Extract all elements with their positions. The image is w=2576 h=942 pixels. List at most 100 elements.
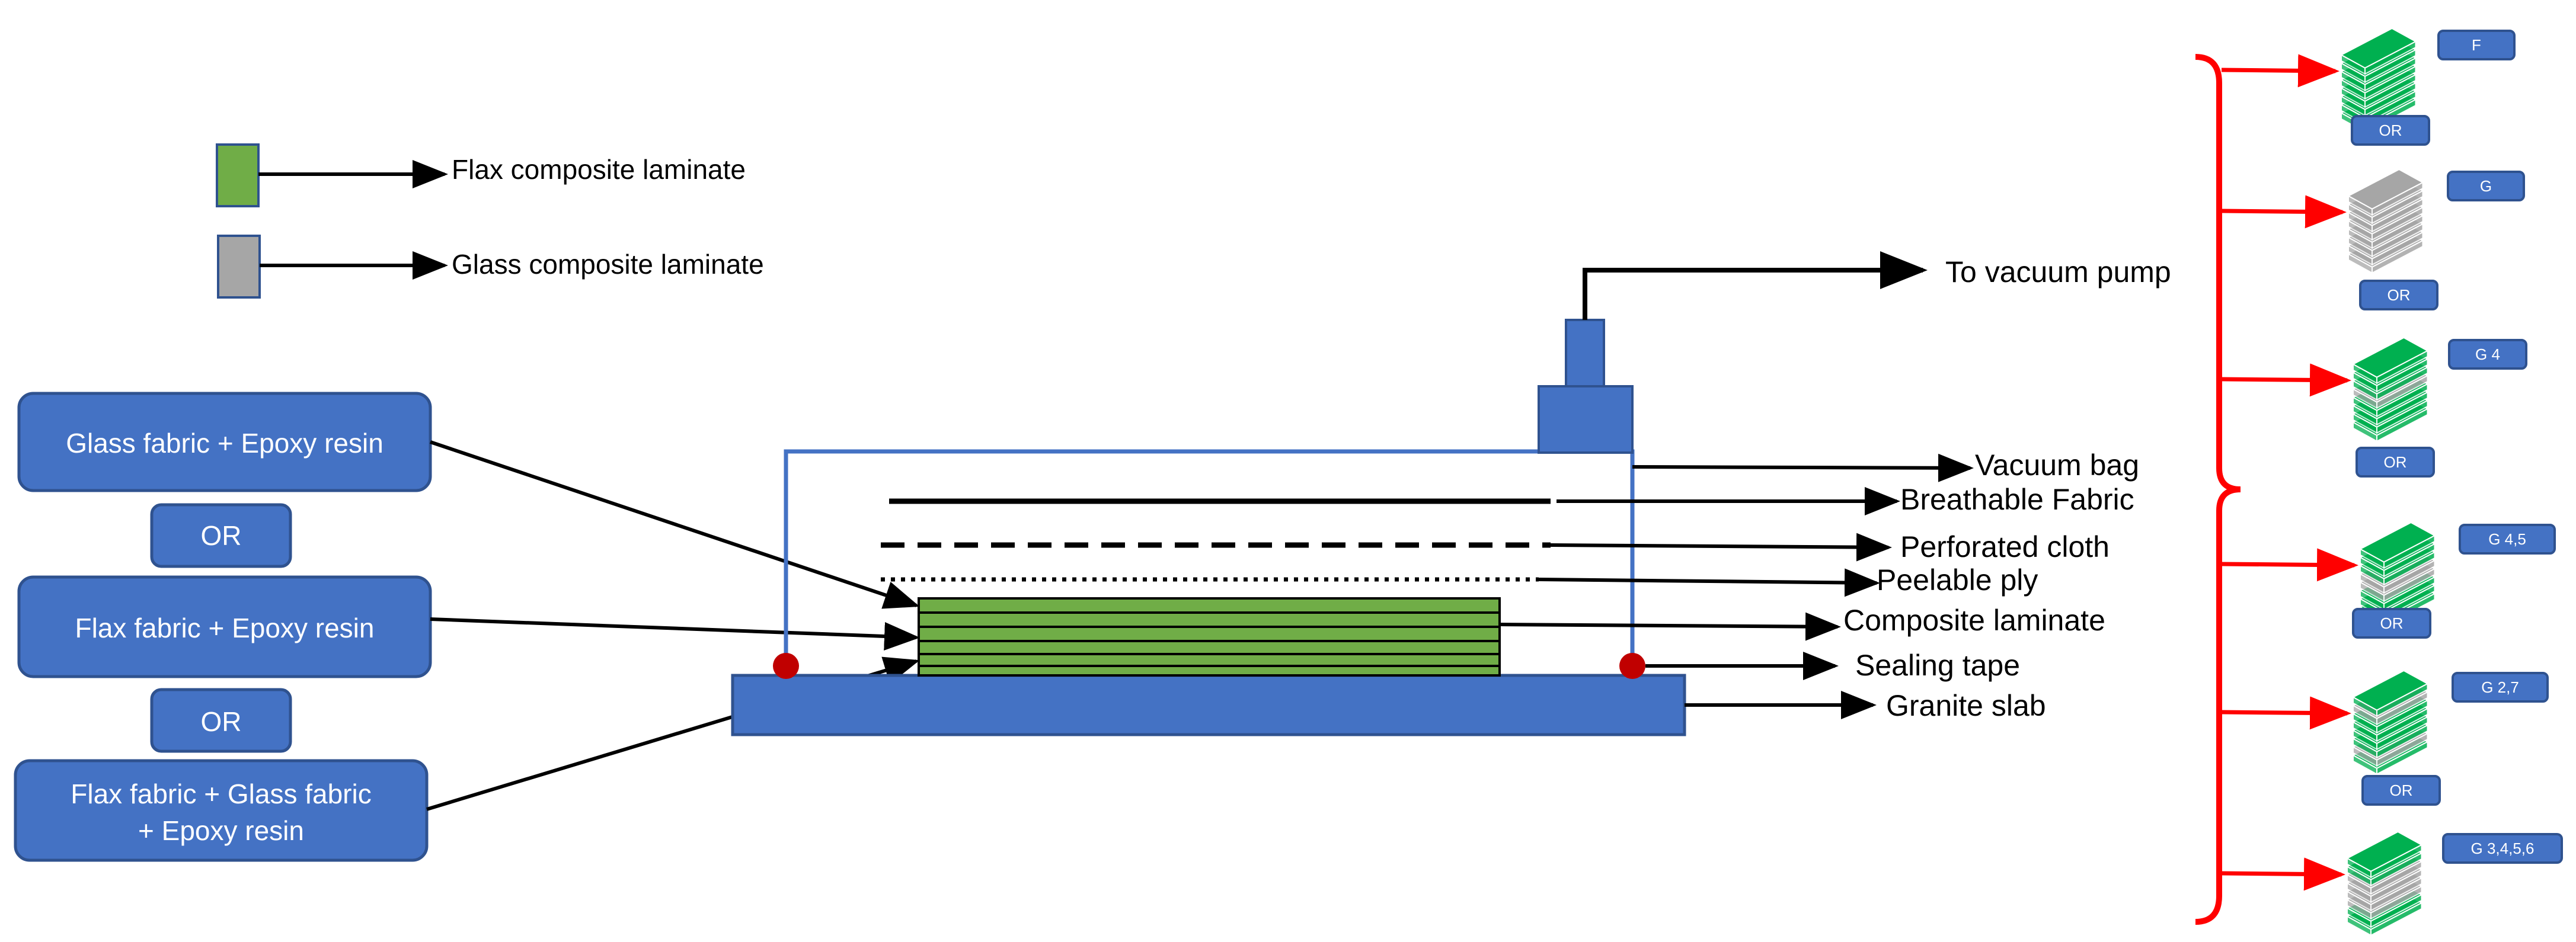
config-or-label: OR	[2379, 121, 2402, 139]
vacuum-bag	[784, 449, 1635, 664]
ply-edge	[2353, 421, 2377, 443]
config-or-box	[2359, 280, 2438, 310]
sealing-tape-right	[1619, 653, 1645, 679]
ply-edge	[2360, 565, 2385, 586]
or-box-2	[150, 688, 292, 753]
glass-epoxy-arrow	[430, 440, 920, 609]
ply-edge	[2348, 228, 2373, 249]
config-arrow	[2221, 696, 2351, 730]
ply-edge	[2347, 857, 2372, 879]
ply-edge	[2353, 721, 2377, 742]
config-3: G 4 OR	[2221, 337, 2527, 478]
ply-edge	[2347, 882, 2372, 903]
granite-slab-label: Granite slab	[1886, 689, 2046, 722]
config-arrow	[2221, 548, 2358, 582]
vacuum-bag-label: Vacuum bag	[1975, 448, 2139, 482]
config-label: F	[2472, 36, 2481, 54]
ply-edge	[2360, 573, 2385, 594]
ply-edge	[2347, 915, 2372, 937]
composite-laminate-arrow	[1499, 612, 1841, 641]
flax-epoxy-box	[17, 575, 432, 678]
ply-edge	[2348, 253, 2373, 274]
ply-edge	[2341, 62, 2366, 84]
breathable-fabric-label: Breathable Fabric	[1900, 483, 2134, 516]
config-label: G 3,4,5,6	[2471, 840, 2535, 857]
config-arrow	[2221, 363, 2351, 397]
ply-edge	[2360, 581, 2385, 603]
composite-laminate-label: Composite laminate	[1843, 604, 2105, 637]
glass-epoxy-label: Glass fabric + Epoxy resin	[66, 428, 383, 459]
config-label-box	[2459, 524, 2556, 555]
config-6: G 3,4,5,6	[2221, 831, 2563, 937]
ply-edge	[2353, 746, 2377, 767]
config-or-box	[2352, 608, 2431, 639]
config-or-label: OR	[2380, 614, 2404, 632]
flax-epoxy-arrow	[430, 617, 920, 651]
vacuum-port-base	[1538, 385, 1634, 454]
vacuum-port-stem	[1565, 319, 1605, 387]
laminate-stack-icon	[2340, 27, 2417, 133]
granite-slab	[731, 674, 1686, 736]
or-box-1	[150, 503, 292, 568]
config-label: G 4	[2475, 345, 2500, 363]
config-2: GOR	[2221, 168, 2525, 310]
config-arrow	[2221, 857, 2345, 891]
perforated-cloth-arrow	[1550, 533, 1892, 562]
sealing-tape-label: Sealing tape	[1855, 649, 2020, 682]
config-label: G 2,7	[2481, 678, 2519, 696]
hybrid-epoxy-label-line1: Flax fabric + Glass fabric	[71, 778, 371, 809]
config-label-box	[2442, 833, 2563, 864]
ply-edge	[2353, 405, 2377, 426]
ply-edge	[2341, 87, 2366, 108]
ply-edge	[2347, 907, 2372, 928]
ply-edge	[2353, 413, 2377, 434]
config-bracket	[2195, 54, 2241, 925]
config-5: G 2,7OR	[2221, 669, 2549, 806]
composite-laminate-stack	[918, 597, 1501, 677]
legend-glass-label: Glass composite laminate	[452, 249, 764, 280]
ply-edge	[2353, 371, 2377, 393]
legend-flax-swatch	[216, 143, 260, 207]
laminate-stack-icon	[2347, 168, 2424, 274]
ply-edge	[2348, 220, 2373, 241]
flax-epoxy-label: Flax fabric + Epoxy resin	[75, 613, 375, 643]
config-or-box	[2351, 115, 2430, 146]
vacuum-bag-arrow	[1632, 453, 1974, 482]
legend: Flax composite laminate Glass composite …	[216, 143, 764, 299]
config-or-box	[2361, 775, 2441, 806]
input-options: Glass fabric + Epoxy resin OR Flax fabri…	[14, 392, 432, 862]
config-arrow	[2221, 195, 2347, 229]
ply-edge	[2353, 729, 2377, 751]
config-label-box	[2437, 30, 2516, 60]
config-label-box	[2452, 672, 2549, 703]
vacuum-pump-arrow	[1583, 251, 1928, 320]
config-label-box	[2447, 171, 2525, 201]
config-or-label: OR	[2390, 781, 2413, 799]
vacuum-pump-label: To vacuum pump	[1945, 255, 2171, 289]
laminate-stack-icon	[2351, 337, 2429, 443]
ply-edge	[2347, 874, 2372, 895]
ply-edge	[2353, 388, 2377, 409]
config-or-label: OR	[2384, 453, 2407, 471]
ply-edge	[2353, 696, 2377, 717]
ply-edge	[2348, 203, 2373, 225]
ply-edge	[2353, 363, 2377, 385]
or-label-1: OR	[201, 520, 242, 551]
sealing-tape-left	[773, 653, 799, 679]
config-label: G 4,5	[2488, 530, 2526, 548]
config-label-box	[2448, 339, 2527, 370]
ply-edge	[2348, 245, 2373, 266]
ply-edge	[2348, 236, 2373, 258]
config-4: G 4,5OR	[2221, 521, 2556, 639]
hybrid-epoxy-label-line2: + Epoxy resin	[138, 815, 304, 846]
ply-edge	[2341, 71, 2366, 92]
or-label-2: OR	[201, 706, 242, 737]
ply-edge	[2347, 890, 2372, 912]
legend-flax-label: Flax composite laminate	[452, 154, 746, 185]
ply-edge	[2353, 754, 2377, 776]
config-1: F OR	[2221, 27, 2516, 146]
ply-edge	[2341, 79, 2366, 100]
ply-edge	[2353, 713, 2377, 734]
ply-edge	[2353, 396, 2377, 418]
